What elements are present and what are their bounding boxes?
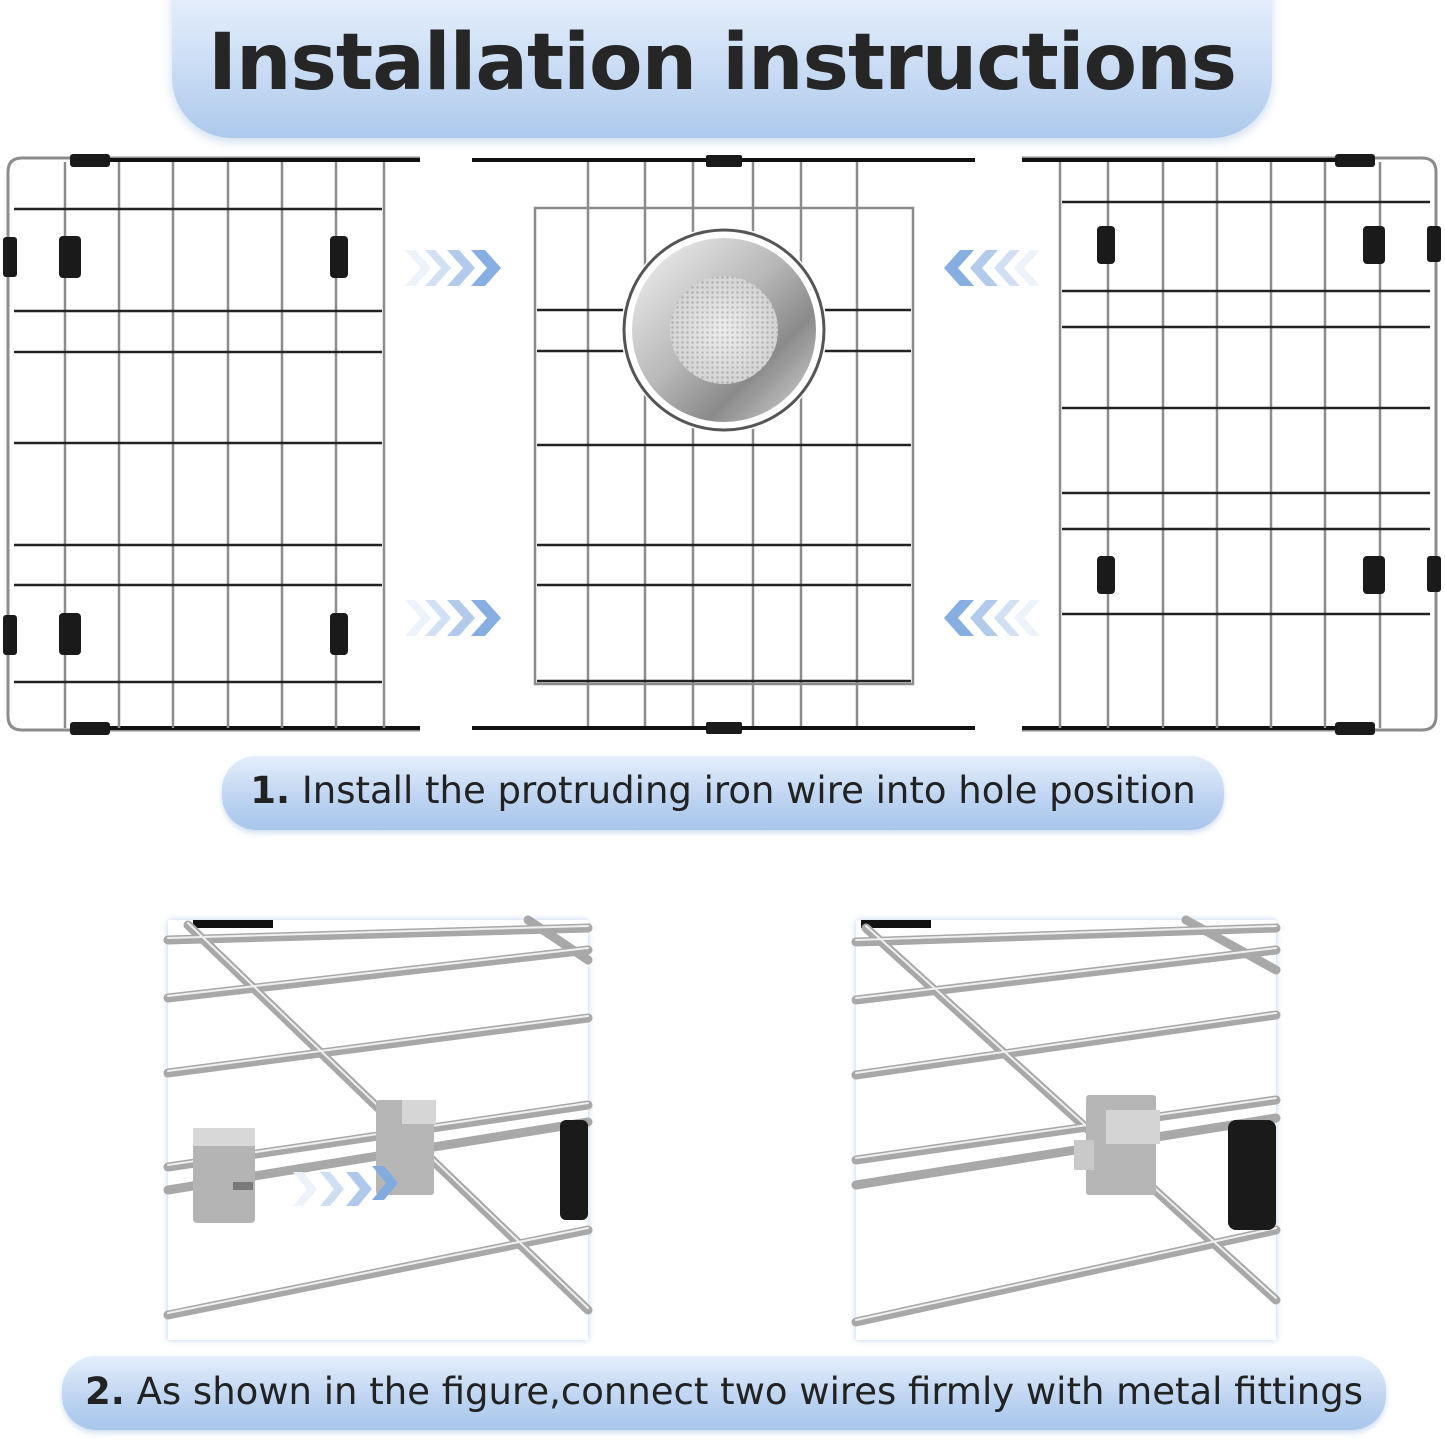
step1-number: 1.	[250, 769, 291, 812]
step1-illustration	[3, 154, 1441, 735]
page-title: Installation instructions	[207, 18, 1237, 108]
step1-caption-pill	[222, 756, 1224, 830]
step2-text: As shown in the figure,connect two wires…	[136, 1370, 1364, 1413]
step2-caption-pill	[62, 1356, 1386, 1430]
closeup-after-panel	[851, 915, 1281, 1340]
closeup-before-illustration	[163, 915, 593, 1320]
step1-caption: 1. Install the protruding iron wire into…	[222, 769, 1224, 812]
title-banner	[172, 0, 1272, 138]
left-sink-grid	[3, 154, 420, 735]
drain-strainer	[621, 227, 827, 433]
metal-fitting-attached	[376, 1100, 436, 1195]
arrow-right-top-icon	[405, 250, 501, 286]
metal-fitting-detached	[193, 1128, 255, 1223]
arrow-right-bottom-icon	[405, 600, 501, 636]
step2-number: 2.	[84, 1370, 125, 1413]
step1-text: Install the protruding iron wire into ho…	[301, 769, 1196, 812]
center-sink-grid-with-drain	[472, 155, 975, 734]
closeup-after-illustration	[851, 915, 1281, 1327]
closeup-before-panel	[163, 915, 593, 1340]
arrow-left-top-icon	[944, 250, 1040, 286]
arrow-right-icon	[293, 1166, 398, 1206]
arrow-left-bottom-icon	[944, 600, 1040, 636]
metal-fitting-connected	[1074, 1095, 1160, 1195]
step2-caption: 2. As shown in the figure,connect two wi…	[62, 1370, 1386, 1413]
right-sink-grid	[1022, 154, 1441, 735]
